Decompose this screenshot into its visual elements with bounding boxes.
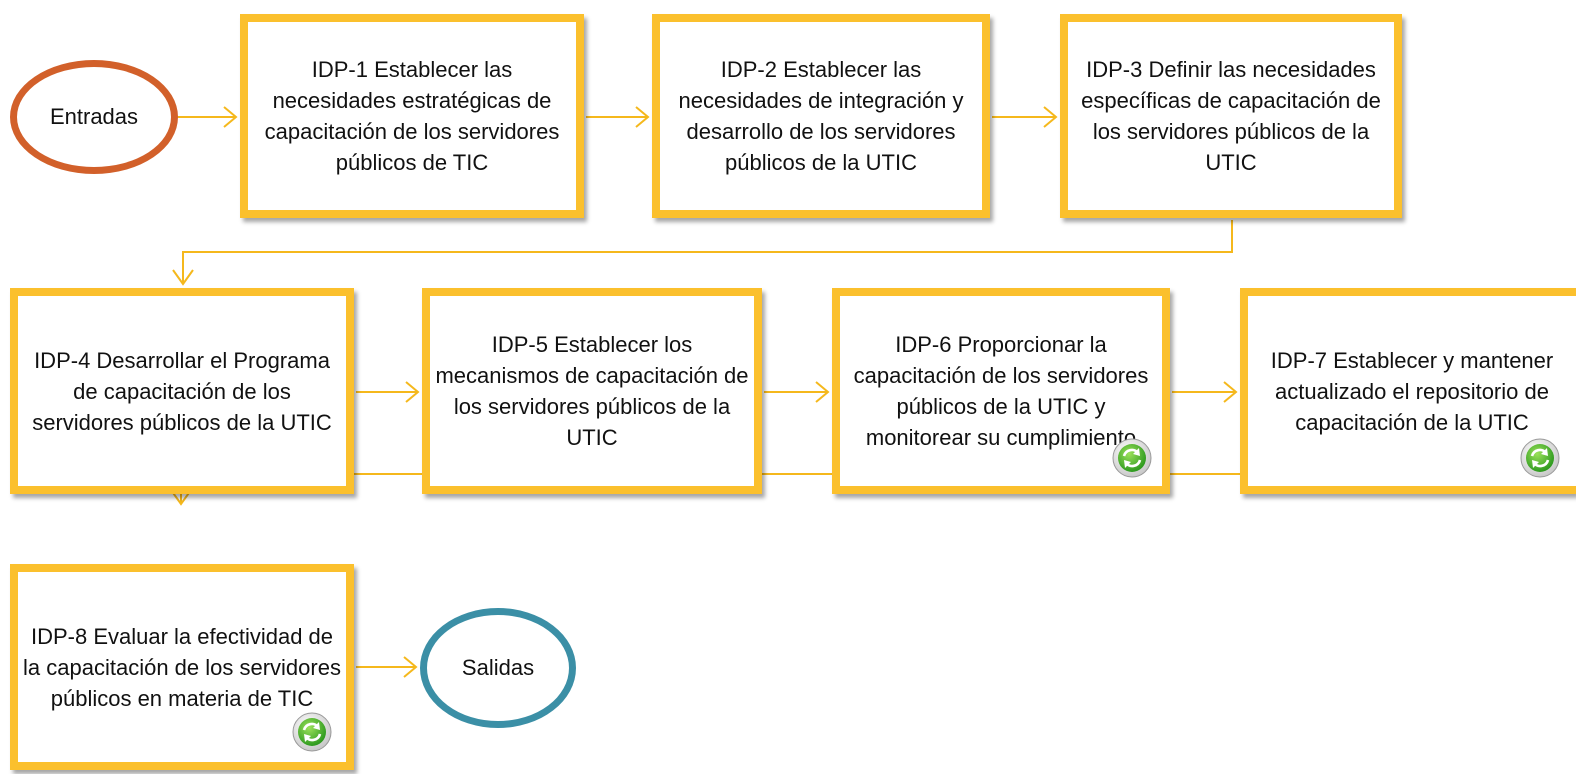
- input-oval: Entradas: [10, 60, 178, 174]
- process-box-idp1: IDP-1 Establecer las necesidades estraté…: [240, 14, 584, 218]
- process-box-idp5: IDP-5 Establecer los mecanismos de capac…: [422, 288, 762, 494]
- process-label: IDP-3 Definir las necesidades específica…: [1081, 57, 1381, 175]
- process-label: IDP-1 Establecer las necesidades estraté…: [264, 57, 560, 175]
- refresh-icon: [1520, 438, 1560, 478]
- process-label: IDP-7 Establecer y mantener actualizado …: [1270, 347, 1554, 435]
- connector-idp7-idp8: [180, 440, 1414, 504]
- process-label: IDP-4 Desarrollar el Programa de capacit…: [32, 347, 332, 435]
- process-box-idp6: IDP-6 Proporcionar la capacitación de lo…: [832, 288, 1170, 494]
- output-oval: Salidas: [420, 608, 576, 728]
- output-label: Salidas: [461, 655, 535, 680]
- refresh-icon: [292, 712, 332, 752]
- process-label: IDP-6 Proporcionar la capacitación de lo…: [853, 332, 1149, 450]
- refresh-icon: [1112, 438, 1152, 478]
- process-box-idp7: IDP-7 Establecer y mantener actualizado …: [1240, 288, 1576, 494]
- process-box-idp4: IDP-4 Desarrollar el Programa de capacit…: [10, 288, 354, 494]
- process-label: IDP-5 Establecer los mecanismos de capac…: [435, 332, 749, 450]
- process-box-idp2: IDP-2 Establecer las necesidades de inte…: [652, 14, 990, 218]
- process-label: IDP-8 Evaluar la efectividad de la capac…: [23, 623, 341, 711]
- process-box-idp8: IDP-8 Evaluar la efectividad de la capac…: [10, 564, 354, 770]
- process-box-idp3: IDP-3 Definir las necesidades específica…: [1060, 14, 1402, 218]
- input-label: Entradas: [49, 104, 139, 129]
- connector-idp3-idp4: [182, 220, 1233, 284]
- process-label: IDP-2 Establecer las necesidades de inte…: [678, 57, 964, 175]
